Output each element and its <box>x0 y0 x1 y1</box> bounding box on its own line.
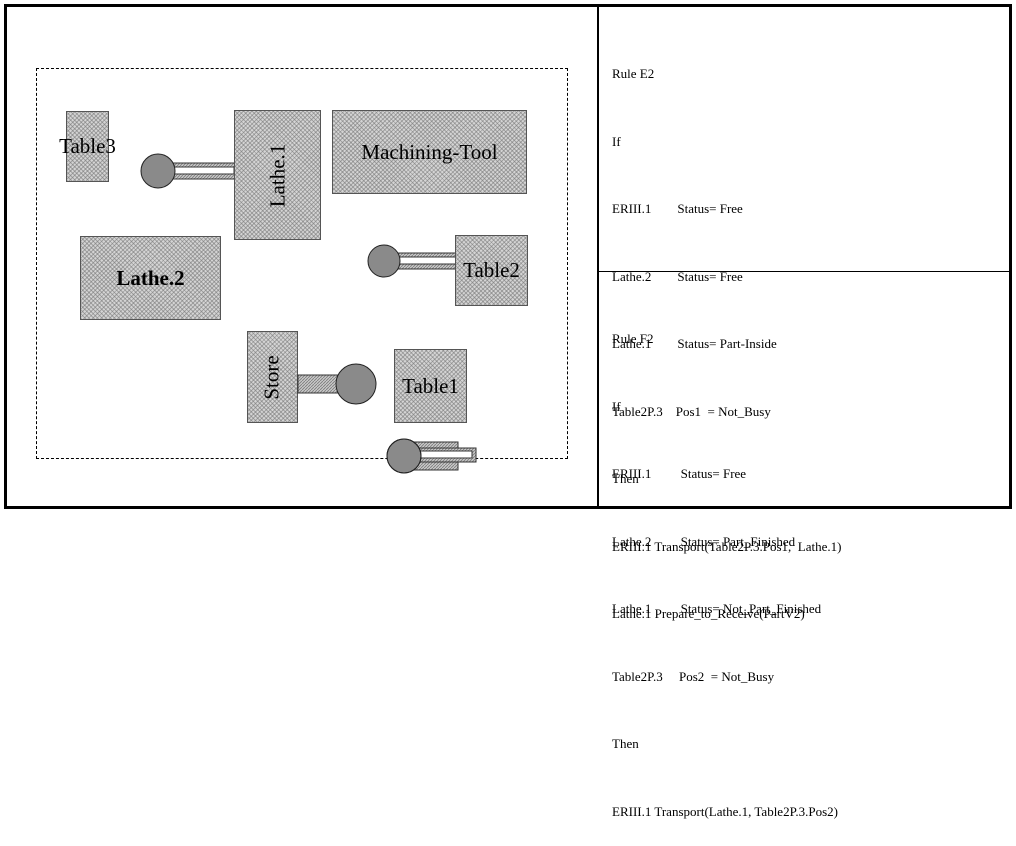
robot-arm-table2 <box>367 244 461 278</box>
machining-tool-box: Machining-Tool <box>332 110 527 194</box>
lathe2-label: Lathe.2 <box>116 265 185 290</box>
robot-arm-lathe1 <box>140 153 239 189</box>
machining-tool-label: Machining-Tool <box>361 139 498 164</box>
table3-box: Table3 <box>59 111 116 182</box>
rule-line: Then <box>612 736 639 751</box>
store-box: Store <box>247 331 298 423</box>
lathe2-box: Lathe.2 <box>80 236 221 320</box>
table2-box: Table2 <box>455 235 528 306</box>
rule-line: Rule E2 <box>612 66 655 81</box>
lathe1-box: Lathe.1 <box>234 110 321 240</box>
outer-frame <box>4 4 1012 509</box>
rule-line: ERIII.1 Transport(Lathe.1, Table2P.3.Pos… <box>612 803 838 819</box>
rule-line: Table2P.3 Pos2 = Not_Busy <box>612 668 775 684</box>
rule-line: If <box>612 133 621 149</box>
rule-line: Rule F2 <box>612 331 654 346</box>
table3-label: Table3 <box>59 134 116 158</box>
table2-label: Table2 <box>463 258 520 282</box>
rules-divider <box>599 271 1012 272</box>
rule-line: Lathe.2 Status= Free <box>612 268 743 284</box>
rule-line: Lathe.1 Status= Not_Part_Finished <box>612 601 822 616</box>
cell-boundary <box>36 68 568 459</box>
store-label: Store <box>259 354 284 400</box>
rule-line: If <box>612 398 621 414</box>
lathe1-label: Lathe.1 <box>265 143 289 207</box>
rule-line: Then <box>612 471 639 486</box>
table1-label: Table1 <box>402 373 459 398</box>
robot-arm-store <box>297 363 377 405</box>
rule-line: Lathe.1 Status= Part-Inside <box>612 336 777 351</box>
rule-line: Lathe.2 Status= Part_Finished <box>612 533 796 549</box>
rule-f2: Rule F2 If ERIII.1 Status= Free Lathe.2 … <box>612 283 838 846</box>
vertical-divider <box>597 4 599 509</box>
rule-line: ERIII.1 Status= Free <box>612 201 743 216</box>
rule-line: Table2P.3 Pos1 = Not_Busy <box>612 403 771 419</box>
robot-arm-boundary <box>386 438 477 474</box>
rule-line: ERIII.1 Status= Free <box>612 466 747 481</box>
table1-box: Table1 <box>394 349 467 423</box>
